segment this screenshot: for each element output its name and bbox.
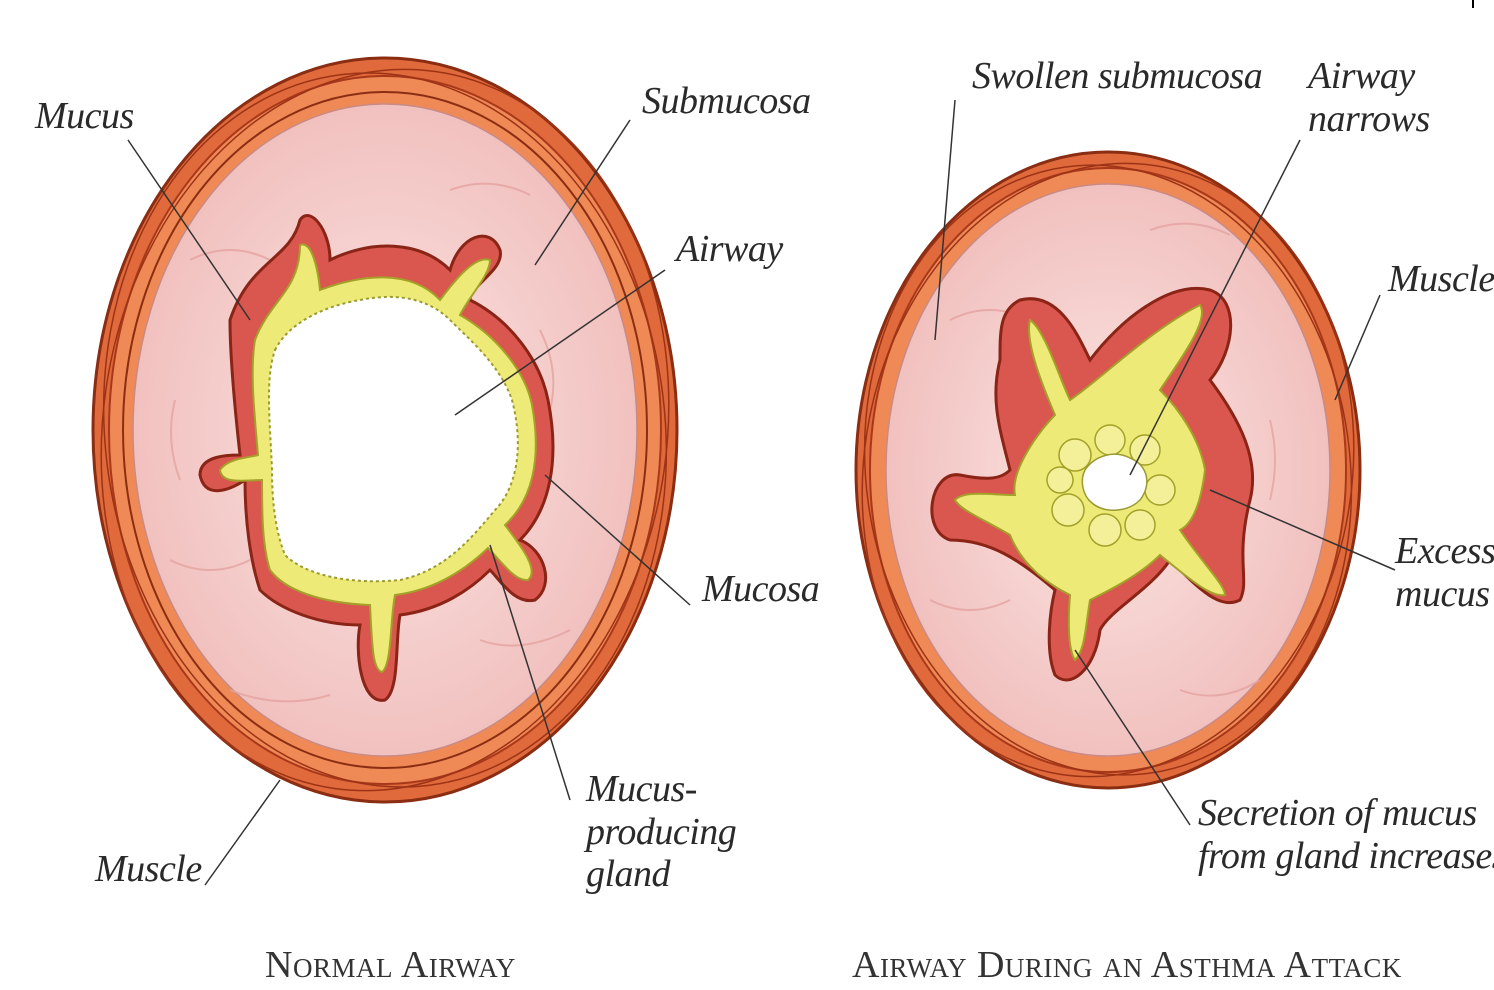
label-excess-mucus: Excess mucus — [1395, 530, 1494, 615]
asthma-airway-lumen — [1082, 454, 1146, 510]
label-swollen-submucosa: Swollen submucosa — [972, 55, 1262, 98]
asthma-airway-figure — [819, 128, 1397, 813]
label-mucus: Mucus — [35, 95, 134, 138]
label-airway: Airway — [676, 228, 783, 271]
label-muscle-right: Muscle — [1388, 258, 1494, 301]
label-submucosa: Submucosa — [642, 80, 811, 123]
label-gland: Mucus- producing gland — [586, 768, 736, 896]
label-muscle-left: Muscle — [95, 848, 202, 891]
label-airway-narrows: Airway narrows — [1308, 55, 1430, 140]
normal-airway-figure — [55, 32, 714, 827]
caption-normal-airway: Normal Airway — [265, 943, 516, 987]
label-secretion: Secretion of mucus from gland increases — [1198, 792, 1494, 877]
label-mucosa: Mucosa — [702, 568, 819, 611]
caption-asthma-airway: Airway During an Asthma Attack — [852, 943, 1402, 987]
